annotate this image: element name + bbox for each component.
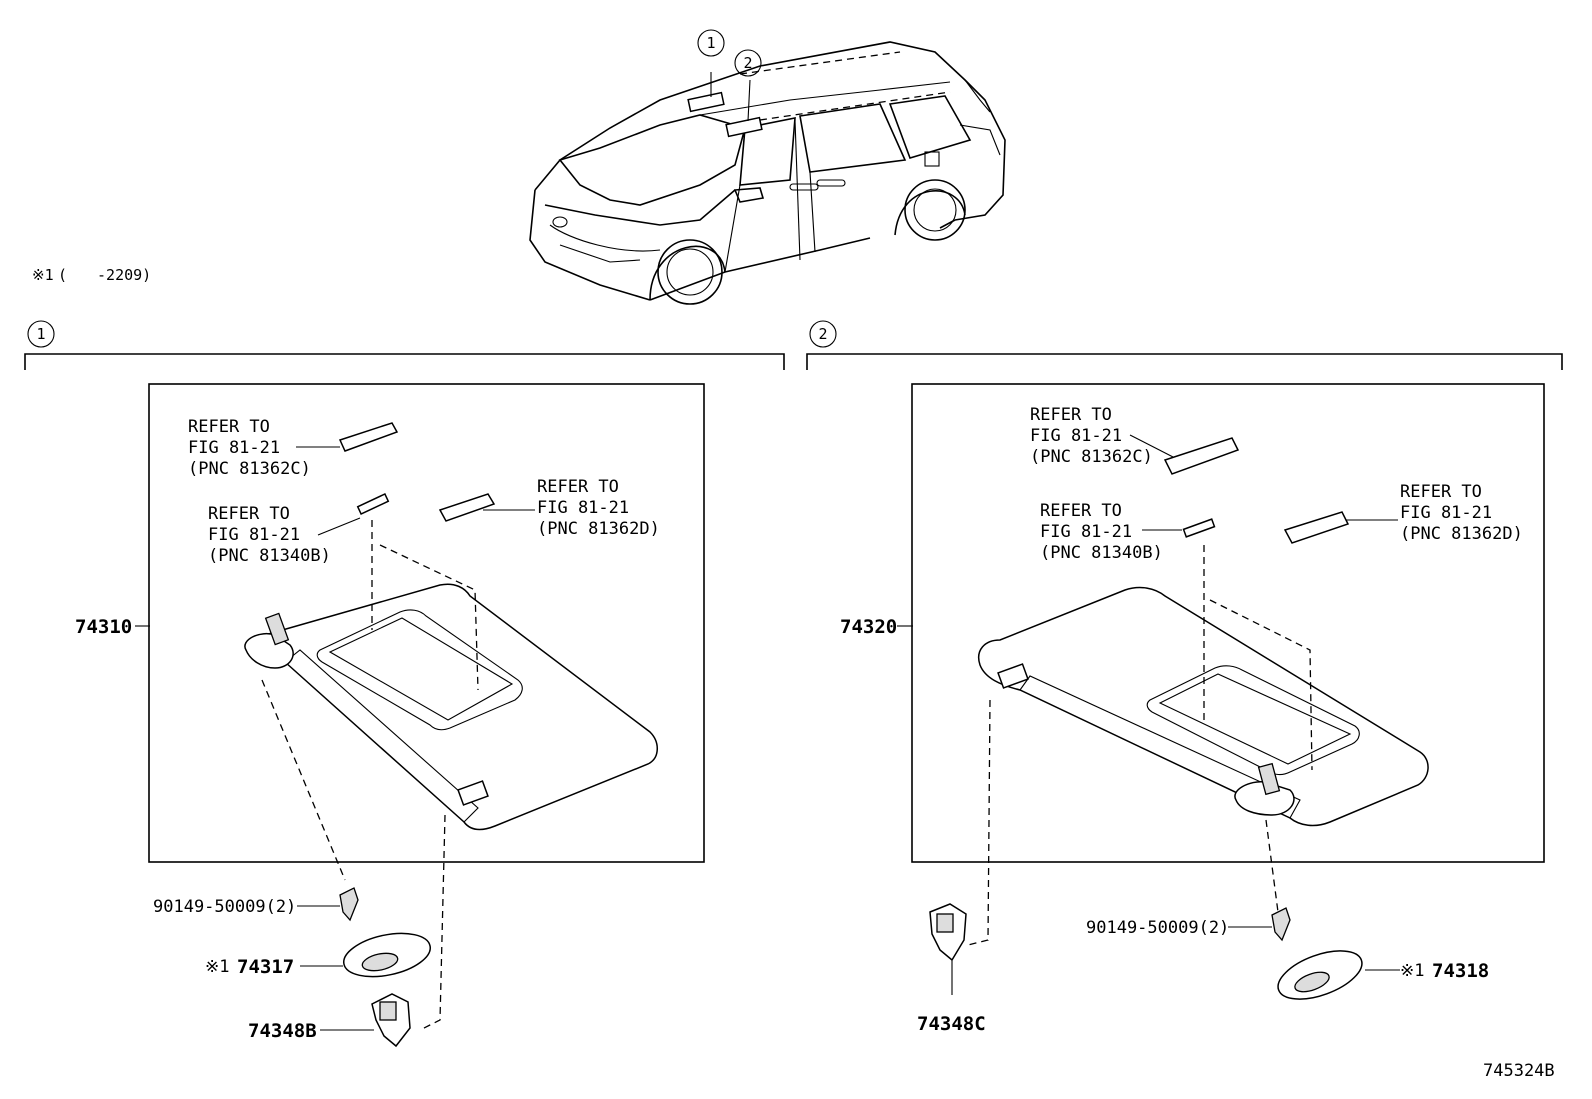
panel-1-ref-81340b: REFER TO FIG 81-21 (PNC 81340B) [208, 493, 390, 566]
panel-2-holder: 74348C [917, 903, 986, 1035]
svg-text:FIG 81-21: FIG 81-21 [1040, 522, 1132, 542]
part-74318: 74318 [1432, 960, 1489, 982]
panel-1-ref-81362c: REFER TO FIG 81-21 (PNC 81362C) [188, 417, 399, 479]
callout-2-vehicle: 2 [743, 54, 752, 72]
callout-1-vehicle: 1 [706, 34, 715, 52]
part-74348c: 74348C [917, 1013, 986, 1035]
svg-text:FIG 81-21: FIG 81-21 [188, 438, 280, 458]
panel-2-ref-81362c: REFER TO FIG 81-21 (PNC 81362C) [1030, 405, 1240, 475]
panel-1-cover: ※1 74317 [205, 932, 431, 978]
section-1-callout: 1 [36, 325, 45, 343]
svg-text:(PNC 81340B): (PNC 81340B) [1040, 543, 1163, 563]
vehicle-illustration: 1 2 [529, 29, 1006, 305]
section-2-bracket [806, 353, 1563, 370]
panel-2-cover: ※1 74318 [1277, 950, 1489, 1000]
svg-text:(PNC 81362C): (PNC 81362C) [1030, 447, 1153, 467]
svg-text:FIG 81-21: FIG 81-21 [537, 498, 629, 518]
svg-text:REFER TO: REFER TO [1040, 501, 1122, 521]
panel-2-frame [911, 383, 1545, 863]
part-74348b: 74348B [248, 1020, 317, 1042]
svg-text:(PNC 81362D): (PNC 81362D) [1400, 524, 1523, 544]
svg-text:FIG 81-21: FIG 81-21 [1030, 426, 1122, 446]
cover-mark-p1: ※1 [205, 957, 229, 977]
note-mark: ※1 [32, 266, 54, 284]
svg-text:(PNC 81340B): (PNC 81340B) [208, 546, 331, 566]
part-74317: 74317 [237, 956, 294, 978]
panel-2-sun-visor: 74320 [840, 545, 1429, 827]
svg-text:REFER TO: REFER TO [1030, 405, 1112, 425]
panel-1-frame [148, 383, 705, 863]
panel-2-ref-81340b: REFER TO FIG 81-21 (PNC 81340B) [1040, 501, 1216, 563]
part-90149-50009-p1: 90149-50009(2) [153, 897, 296, 917]
panel-1-holder: 74348B [248, 993, 411, 1048]
section-2-callout: 2 [818, 325, 827, 343]
svg-text:REFER TO: REFER TO [537, 477, 619, 497]
svg-text:FIG 81-21: FIG 81-21 [208, 525, 300, 545]
panel-1-screw: 90149-50009(2) [153, 887, 359, 922]
svg-text:REFER TO: REFER TO [1400, 482, 1482, 502]
panel-2-screw: 90149-50009(2) [1086, 907, 1291, 942]
svg-text:REFER TO: REFER TO [188, 417, 270, 437]
part-74320: 74320 [840, 616, 897, 638]
svg-text:REFER TO: REFER TO [208, 504, 290, 524]
svg-text:(PNC 81362D): (PNC 81362D) [537, 519, 660, 539]
section-1-bracket [24, 353, 785, 370]
part-74310: 74310 [75, 616, 132, 638]
svg-text:FIG 81-21: FIG 81-21 [1400, 503, 1492, 523]
svg-text:(PNC 81362C): (PNC 81362C) [188, 459, 311, 479]
panel-1-sun-visor: 74310 [75, 520, 658, 831]
note-range: ( -2209) [58, 266, 151, 284]
part-90149-50009-p2: 90149-50009(2) [1086, 918, 1229, 938]
figure-id: 745324B [1483, 1061, 1555, 1081]
panel-1-ref-81362d: REFER TO FIG 81-21 (PNC 81362D) [438, 477, 660, 539]
panel-2-ref-81362d: REFER TO FIG 81-21 (PNC 81362D) [1283, 482, 1523, 544]
cover-mark-p2: ※1 [1400, 961, 1424, 981]
